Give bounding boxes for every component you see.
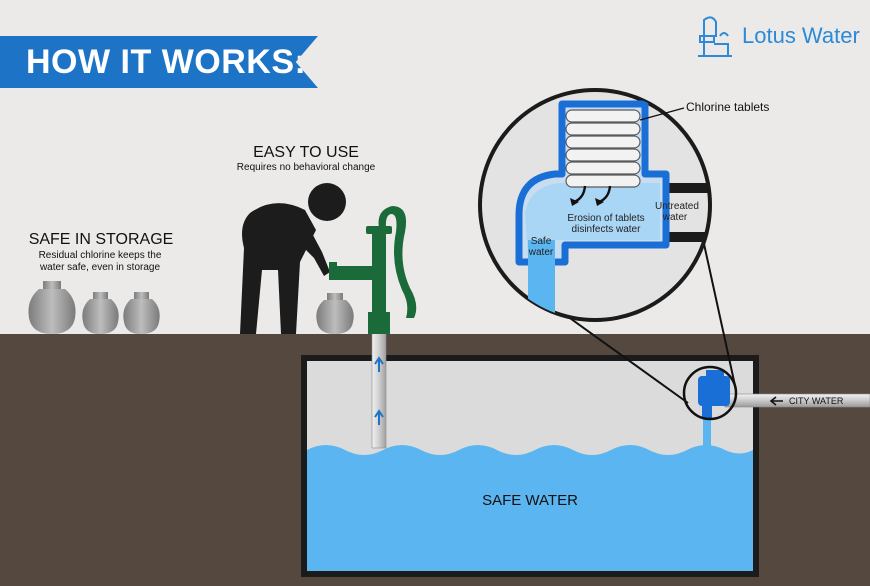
logo-spacer xyxy=(694,14,734,58)
hand-pump xyxy=(329,206,417,334)
pot-small xyxy=(123,292,160,334)
easy-title: EASY TO USE xyxy=(253,144,359,161)
safe-water-small-label: Safe water xyxy=(528,236,554,258)
storage-desc: Residual chlorine keeps the water safe, … xyxy=(38,250,162,273)
flow-arrow-icon xyxy=(374,356,384,372)
how-it-works-banner: HOW IT WORKS: xyxy=(0,36,318,88)
chlorine-label: Chlorine tablets xyxy=(686,100,770,114)
water-tank xyxy=(301,355,759,577)
pot-medium xyxy=(82,292,119,334)
water-pots xyxy=(28,281,354,334)
pump-pipe xyxy=(371,329,387,449)
pot-under-pump xyxy=(316,293,354,334)
untreated-label: Untreated water xyxy=(655,201,699,223)
pump-logo-icon xyxy=(698,16,732,57)
tank-water xyxy=(307,445,753,571)
pot-large xyxy=(28,281,76,334)
storage-title: SAFE IN STORAGE xyxy=(28,231,174,248)
brand-name: Lotus Water xyxy=(742,23,860,48)
person-figure xyxy=(240,183,346,334)
city-water-label: CITY WATER xyxy=(789,396,844,406)
flow-arrow-icon xyxy=(374,409,384,425)
chlorine-tablets xyxy=(565,109,641,188)
magnifier xyxy=(478,88,712,322)
chlorine-dispenser xyxy=(682,365,738,452)
easy-desc: Requires no behavioral change xyxy=(236,162,376,173)
tank-label: SAFE WATER xyxy=(482,492,578,509)
brand: Lotus Water xyxy=(694,14,860,58)
erosion-label: Erosion of tablets disinfects water xyxy=(567,213,645,235)
callout-line xyxy=(639,107,685,121)
page-title: HOW IT WORKS: xyxy=(26,43,307,81)
left-arrow-icon xyxy=(769,396,783,406)
